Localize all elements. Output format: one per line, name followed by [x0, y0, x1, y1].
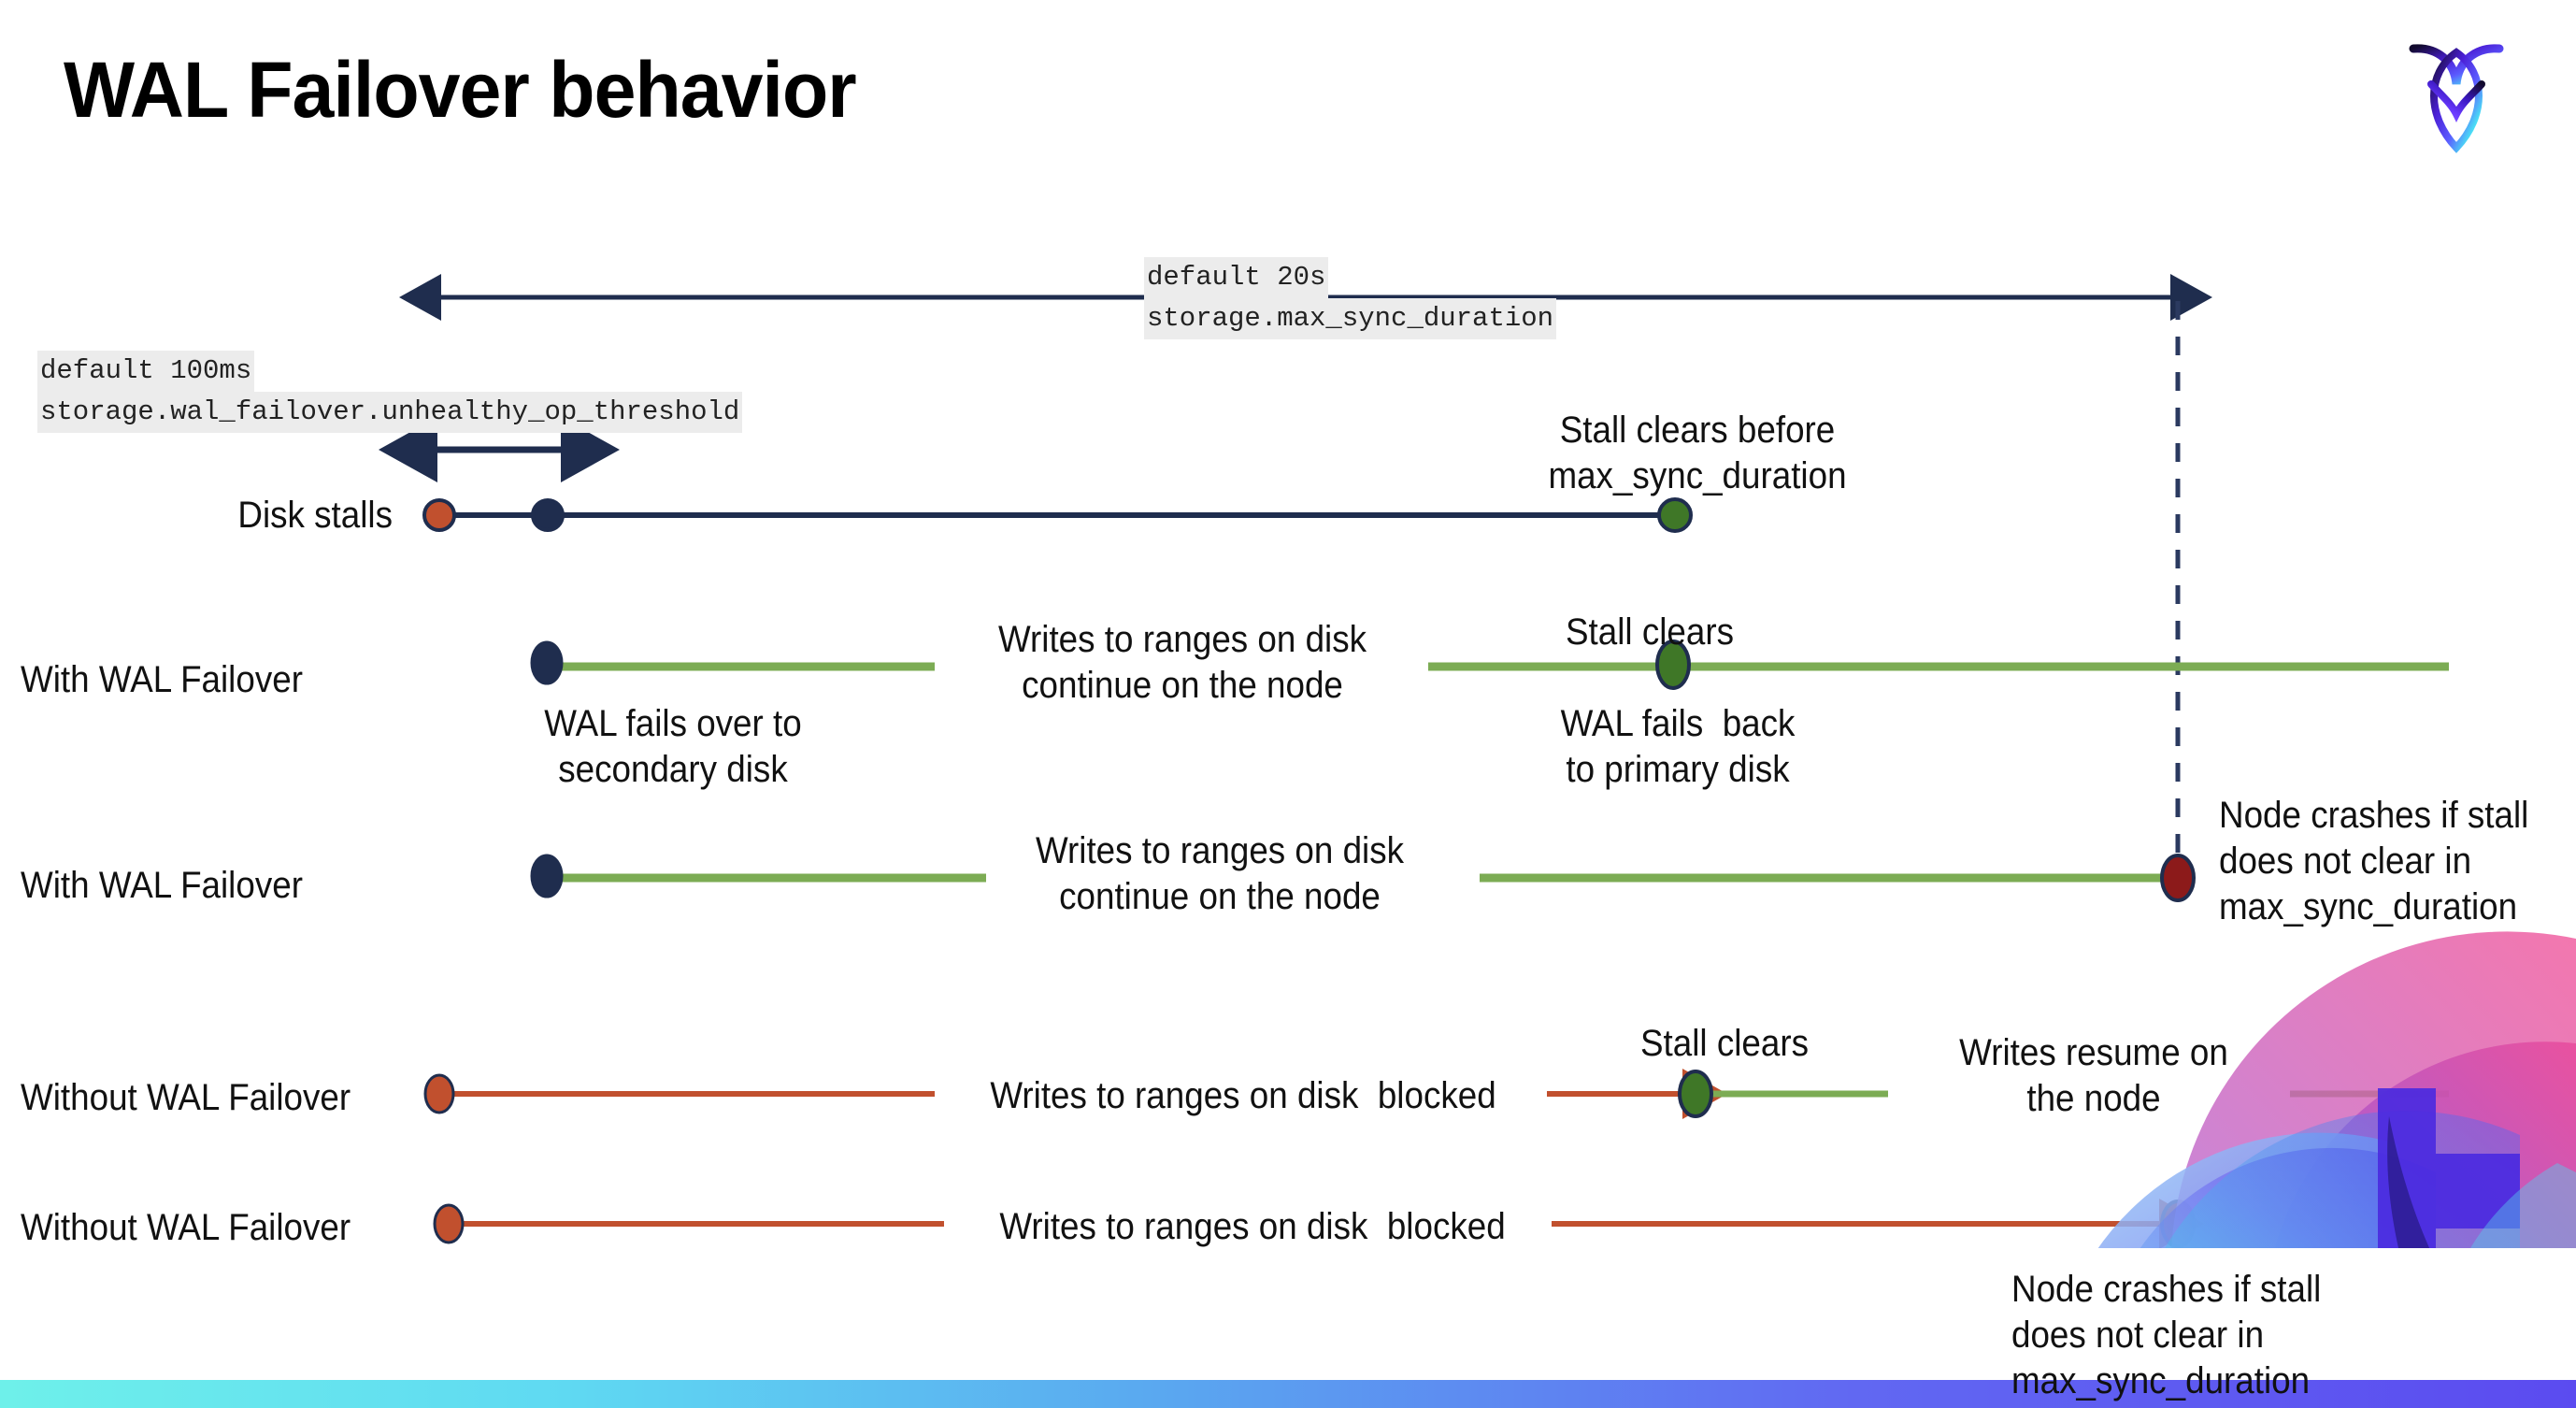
note-wal-fails-back: WAL fails back to primary disk: [1560, 703, 1796, 790]
annotation-max-sync-setting: storage.max_sync_duration: [1144, 298, 1557, 340]
row-with-failover-1-track: [530, 639, 2449, 690]
row-label-without-wal-failover-1: Without WAL Failover: [21, 1077, 351, 1118]
bottom-accent-bar: [0, 1380, 2576, 1408]
note-writes-blocked-2: Writes to ranges on disk blocked: [999, 1206, 1506, 1247]
annotation-max-sync-default: default 20s: [1144, 257, 1329, 299]
note-stall-clears-row4: Stall clears: [1640, 1023, 1809, 1064]
row-label-disk-stalls: Disk stalls: [237, 495, 393, 536]
note-wal-fails-over: WAL fails over to secondary disk: [544, 703, 802, 790]
row-label-with-wal-failover-1: With WAL Failover: [21, 659, 303, 700]
annotation-unhealthy-setting: storage.wal_failover.unhealthy_op_thresh…: [37, 392, 743, 434]
row-label-without-wal-failover-2: Without WAL Failover: [21, 1207, 351, 1248]
note-writes-continue-1: Writes to ranges on disk continue on the…: [997, 619, 1367, 706]
cockroachdb-logo-icon: [2400, 30, 2512, 161]
annotation-max-sync-duration: default 20s storage.max_sync_duration: [1144, 257, 1557, 340]
annotation-unhealthy-threshold: default 100ms storage.wal_failover.unhea…: [37, 351, 743, 434]
note-stall-clears-row2: Stall clears: [1566, 611, 1734, 653]
annotation-unhealthy-default: default 100ms: [37, 351, 255, 393]
note-stall-clears-before-max-sync: Stall clears before max_sync_duration: [1548, 409, 1847, 496]
row-label-with-wal-failover-2: With WAL Failover: [21, 865, 303, 906]
note-node-crashes-1: Node crashes if stall does not clear in …: [2219, 795, 2529, 927]
note-writes-resume: Writes resume on the node: [1959, 1032, 2228, 1119]
note-writes-continue-2: Writes to ranges on disk continue on the…: [1035, 830, 1405, 917]
row-with-failover-2-track: [530, 854, 2196, 902]
note-writes-blocked-1: Writes to ranges on disk blocked: [990, 1075, 1496, 1116]
note-node-crashes-2: Node crashes if stall does not clear in …: [2011, 1269, 2322, 1401]
page-title: WAL Failover behavior: [64, 46, 857, 134]
row-disk-stalls-track: [422, 497, 1693, 533]
